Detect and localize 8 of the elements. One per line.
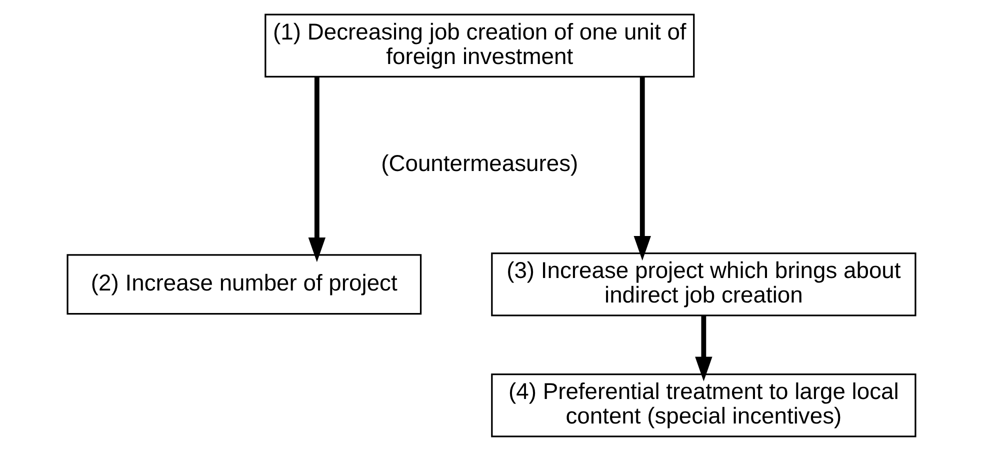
node-box: (1) Decreasing job creation of one unit of foreign investment (264, 14, 694, 78)
node-box: (3) Increase project which brings about indirect job creation (490, 252, 916, 316)
node-box: (2) Increase number of project (66, 254, 422, 315)
label: (Countermeasures) (380, 150, 578, 176)
arrow (308, 76, 326, 262)
node-box: (4) Preferential treatment to large local content (special incentives) (490, 374, 916, 438)
arrow (633, 76, 650, 261)
arrow (694, 316, 712, 382)
